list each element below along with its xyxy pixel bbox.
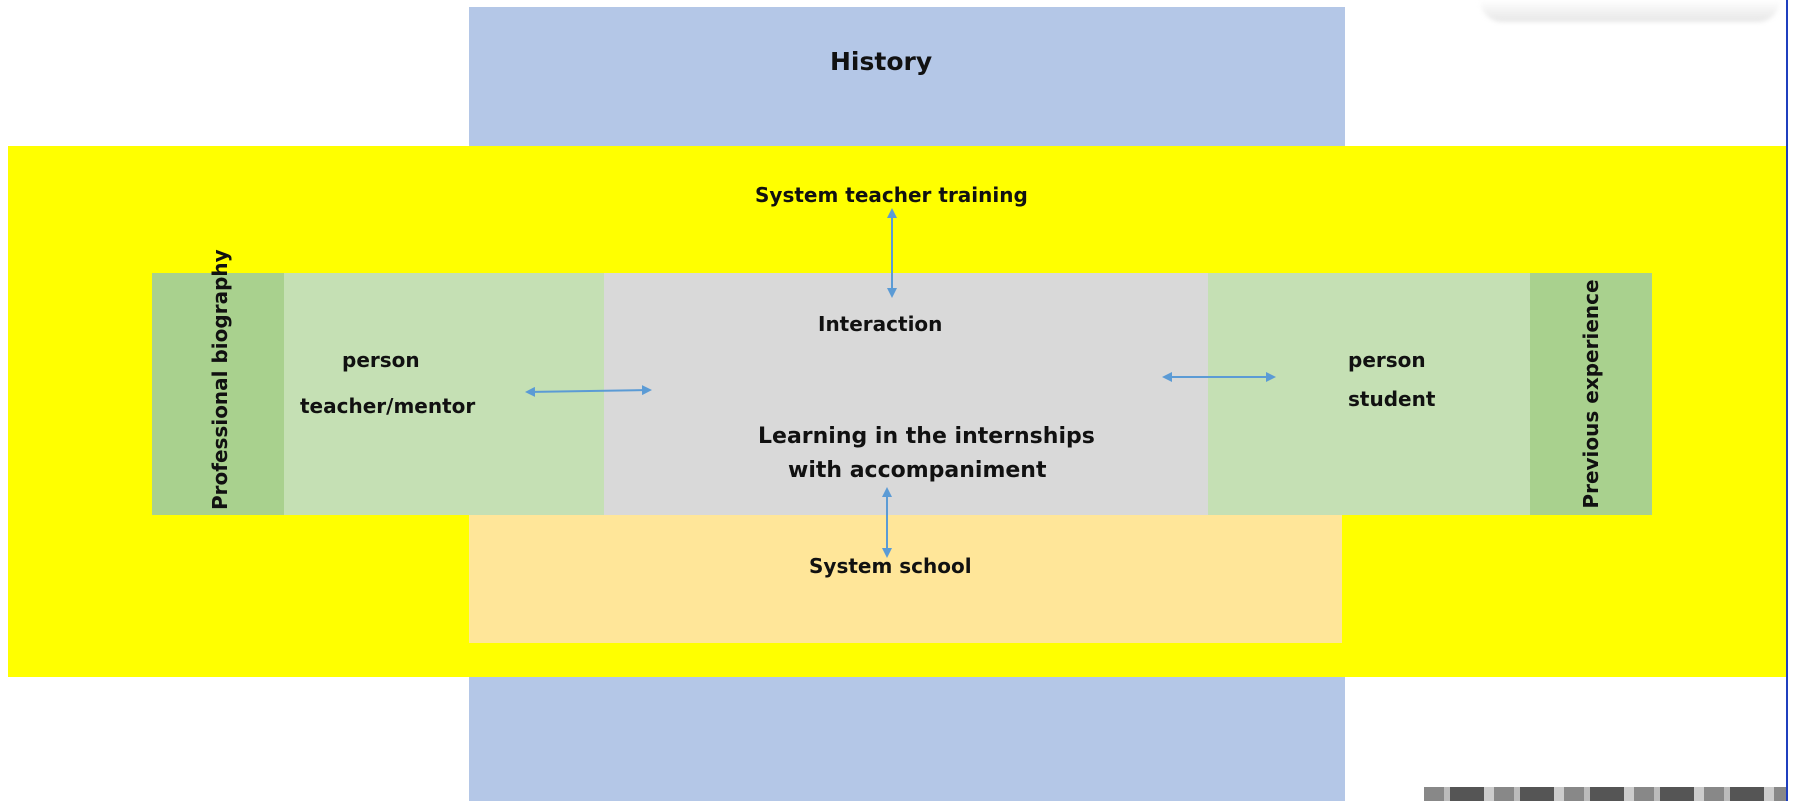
interaction-box <box>604 273 1208 515</box>
left-role-label: teacher/mentor <box>300 394 476 418</box>
learning-label-line1: Learning in the internships <box>758 424 1095 449</box>
interaction-label: Interaction <box>818 312 943 336</box>
arrow-mentor-interaction <box>525 385 652 397</box>
photo-fragment <box>1424 787 1786 801</box>
right-edge-line <box>1786 0 1788 801</box>
system-teacher-training-label: System teacher training <box>755 183 1028 207</box>
learning-label-line2: with accompaniment <box>788 458 1047 483</box>
right-role-label: student <box>1348 387 1436 411</box>
previous-experience-box <box>1530 273 1652 515</box>
system-school-box <box>469 515 1342 643</box>
professional-biography-box <box>152 273 284 515</box>
system-school-label: System school <box>809 554 972 578</box>
history-label: History <box>830 47 933 76</box>
corner-shadow <box>1480 0 1780 22</box>
left-person-label: person <box>342 348 420 372</box>
right-person-label: person <box>1348 348 1426 372</box>
